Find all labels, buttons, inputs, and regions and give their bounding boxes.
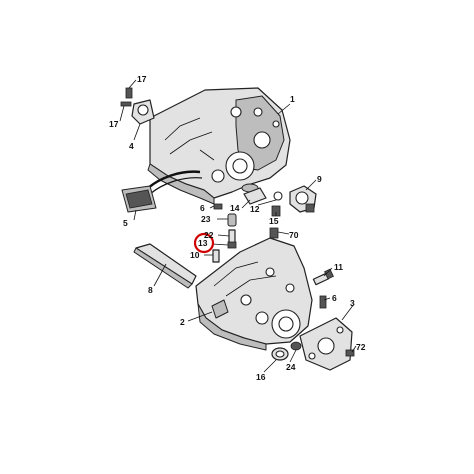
callout-3: 3 xyxy=(350,298,355,308)
callout-14: 14 xyxy=(230,203,240,213)
leader-lines xyxy=(119,79,357,373)
end-cover xyxy=(299,317,355,371)
callout-6-lower: 6 xyxy=(332,293,337,303)
bolt-right xyxy=(312,268,334,286)
callout-13: 13 xyxy=(198,238,208,248)
callout-4: 4 xyxy=(129,141,134,151)
seals xyxy=(271,341,302,361)
harness xyxy=(147,170,203,195)
callout-8: 8 xyxy=(148,285,153,295)
small-bolt-lower xyxy=(319,295,327,309)
callout-6-upper: 6 xyxy=(200,203,205,213)
mount-bracket-assembly xyxy=(120,87,155,125)
callout-72: 72 xyxy=(356,342,366,352)
upper-housing xyxy=(147,87,291,205)
callout-1: 1 xyxy=(290,94,295,104)
callout-17-left: 17 xyxy=(109,119,119,129)
callout-2: 2 xyxy=(180,317,185,327)
callout-10: 10 xyxy=(190,250,200,260)
callout-23: 23 xyxy=(201,214,211,224)
callout-16: 16 xyxy=(256,372,266,382)
callout-9: 9 xyxy=(317,174,322,184)
callout-5: 5 xyxy=(123,218,128,228)
callout-12: 12 xyxy=(250,204,260,214)
pins-sensors xyxy=(212,213,279,263)
callout-labels: 17 17 4 1 9 5 6 14 12 15 23 22 70 13 10 … xyxy=(109,74,366,382)
callout-22: 22 xyxy=(204,230,214,240)
callout-17-top: 17 xyxy=(137,74,147,84)
highlight-ring xyxy=(193,232,215,254)
callout-70: 70 xyxy=(289,230,299,240)
callout-24: 24 xyxy=(286,362,296,372)
lower-housing xyxy=(195,237,313,351)
module-block xyxy=(121,185,157,213)
callout-15: 15 xyxy=(269,216,279,226)
callout-11: 11 xyxy=(334,262,343,272)
actuator xyxy=(289,185,317,213)
